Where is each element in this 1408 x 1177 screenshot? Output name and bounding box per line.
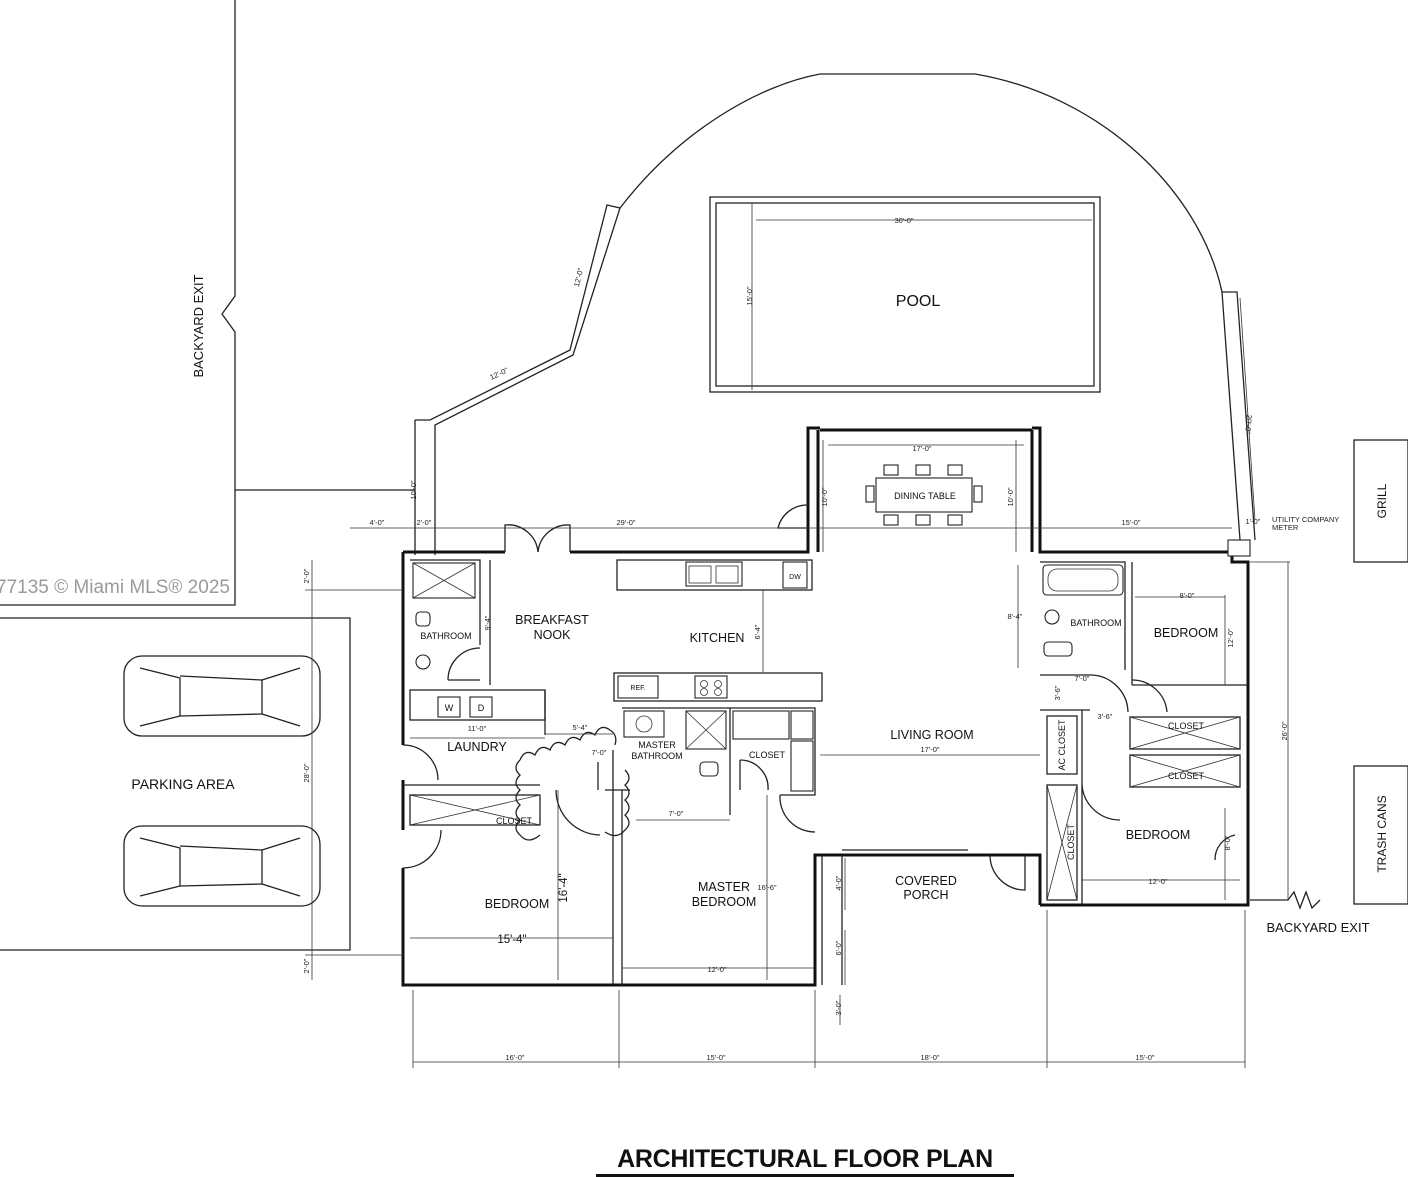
dim-master-bed-width: 12'-0" [707, 965, 726, 974]
dim-hall-width: 5'-4" [573, 723, 588, 732]
label-bedroom-left: BEDROOM [485, 897, 550, 911]
exterior-walls [401, 426, 1250, 987]
label-breakfast-2: NOOK [534, 628, 571, 642]
dim-bottom-16: 16'-0" [505, 1053, 524, 1062]
label-closet-right-2: CLOSET [1168, 771, 1205, 781]
dim-bath-right-depth: 8'-4" [1008, 612, 1023, 621]
label-grill: GRILL [1375, 483, 1389, 518]
trash-box [1353, 765, 1408, 905]
utility-meter [1227, 539, 1251, 557]
label-master-bath-2: BATHROOM [631, 751, 682, 761]
dim-bed-right-bottom-depth: 8'-0" [1223, 835, 1232, 850]
car-top [123, 655, 321, 737]
dim-left-top-2: 2'-0" [417, 518, 432, 527]
watermark: 77135 © Miami MLS® 2025 [0, 577, 230, 598]
dim-porch-6: 6'-0" [834, 940, 843, 955]
dim-laundry-width: 11'-0" [468, 724, 487, 733]
dim-left-offset-4: 4'-0" [370, 518, 385, 527]
dim-porch-depth: 4'-0" [834, 875, 843, 890]
dim-right-top-small: 1'-0" [1246, 517, 1261, 526]
dim-bath-right-width: 7'-0" [1075, 674, 1090, 683]
doors [402, 504, 1236, 891]
label-pool: POOL [896, 293, 941, 310]
label-closet-right-1: CLOSET [1168, 721, 1205, 731]
dim-right-overall: 26'-0" [1280, 721, 1289, 740]
dim-dining-left: 10'-0" [820, 487, 829, 506]
label-closet-left: CLOSET [496, 816, 533, 826]
dim-kitchen-wall: 29'-0" [616, 518, 635, 527]
dim-right-top-width: 15'-0" [1121, 518, 1140, 527]
site-fence [0, 0, 1256, 951]
dim-right-3-6a: 3'-6" [1053, 685, 1062, 700]
dim-right-3-6b: 3'-6" [1098, 712, 1113, 721]
dimension-text: 30'-0" 15'-0" 12'-0" 12'-0" 10'-0" 17'-0… [302, 216, 1289, 1062]
fixtures [409, 464, 1124, 826]
dim-fence-upper: 12'-0" [572, 267, 585, 288]
label-bedroom-right-top: BEDROOM [1154, 626, 1219, 640]
label-backyard-exit-left: BACKYARD EXIT [191, 274, 206, 377]
label-backyard-exit-right: BACKYARD EXIT [1266, 920, 1369, 935]
label-living-room: LIVING ROOM [890, 728, 973, 742]
dim-master-bed-depth: 16'-6" [757, 883, 776, 892]
grill-box [1353, 439, 1408, 563]
dim-porch-3: 3'-0" [834, 1000, 843, 1015]
label-porch-1: COVERED [895, 874, 957, 888]
label-closet-right-vertical: CLOSET [1066, 823, 1076, 860]
label-breakfast-1: BREAKFAST [515, 613, 589, 627]
dim-kitchen-depth: 6'-4" [753, 624, 762, 639]
label-utility-2: METER [1272, 523, 1299, 532]
dim-fence-left: 10'-0" [409, 480, 418, 499]
label-dw: DW [789, 574, 801, 581]
label-ref: REF. [630, 685, 645, 692]
dim-bottom-18: 18'-0" [920, 1053, 939, 1062]
label-bathroom-left: BATHROOM [420, 631, 471, 641]
dim-bed-right-bottom-width: 12'-0" [1148, 877, 1167, 886]
backyard-exit-gate [1250, 890, 1321, 910]
dim-bed-right-top-width: 8'-0" [1180, 591, 1195, 600]
label-master-bath-1: MASTER [638, 740, 676, 750]
stair [515, 726, 630, 841]
interior-walls [403, 559, 1248, 985]
label-trash: TRASH CANS [1375, 795, 1389, 872]
pool [709, 196, 1101, 393]
dim-pool-length: 30'-0" [894, 216, 913, 225]
label-master-bed-2: BEDROOM [692, 895, 757, 909]
label-kitchen: KITCHEN [690, 631, 745, 645]
label-ac-closet: AC CLOSET [1057, 719, 1067, 771]
dim-master-bath-width: 7'-0" [669, 809, 684, 818]
dim-bed-left-width: 15'-4" [497, 934, 526, 946]
label-closet-master: CLOSET [749, 750, 786, 760]
label-parking: PARKING AREA [131, 776, 235, 792]
dim-bed-right-top-depth: 12'-0" [1226, 628, 1235, 647]
label-dining-table: DINING TABLE [894, 491, 956, 501]
dim-dining-right: 10'-0" [1006, 487, 1015, 506]
label-utility-1: UTILITY COMPANY [1272, 515, 1339, 524]
label-laundry: LAUNDRY [447, 740, 507, 754]
label-master-bed-1: MASTER [698, 880, 750, 894]
car-bottom [123, 825, 321, 907]
plan-title: ARCHITECTURAL FLOOR PLAN [596, 1144, 1014, 1177]
dim-left-overall: 28'-0" [302, 763, 311, 782]
dim-bed-left-depth: 16'-4" [558, 873, 570, 902]
dim-living-width: 17'-0" [920, 745, 939, 754]
label-dryer: D [478, 703, 485, 713]
label-washer: W [445, 703, 454, 713]
dim-fence-right: 20'-0" [1243, 414, 1254, 434]
label-bathroom-right: BATHROOM [1070, 618, 1121, 628]
label-bedroom-right-bottom: BEDROOM [1126, 828, 1191, 842]
dimension-lines [305, 297, 1290, 1068]
dim-left-bottom-2: 2'-0" [302, 958, 311, 973]
dim-pool-width: 15'-0" [745, 286, 754, 305]
dim-bottom-15b: 15'-0" [1135, 1053, 1154, 1062]
dim-hall-7: 7'-0" [592, 748, 607, 757]
dim-dining-width: 17'-0" [912, 444, 931, 453]
dim-left-offset-2: 2'-0" [302, 568, 311, 583]
room-labels: POOL DINING TABLE BREAKFAST NOOK KITCHEN… [131, 274, 1389, 935]
label-porch-2: PORCH [903, 888, 948, 902]
dim-fence-lower: 12'-0" [488, 365, 509, 381]
dim-bath-left-depth: 9'-4" [483, 615, 492, 630]
dim-bottom-15a: 15'-0" [706, 1053, 725, 1062]
